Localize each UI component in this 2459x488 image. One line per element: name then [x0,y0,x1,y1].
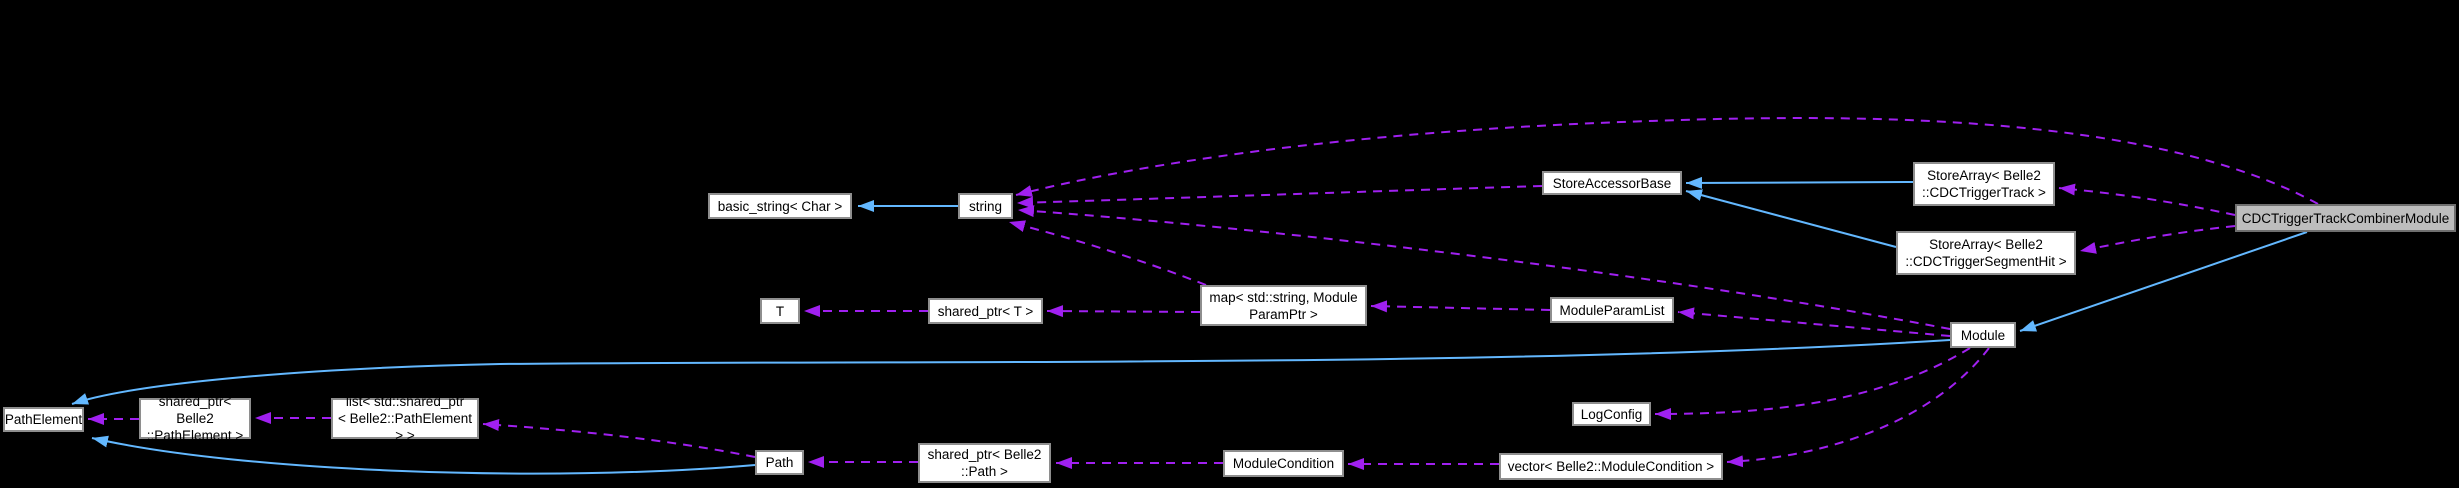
edge-module-to-string [1017,205,1951,330]
node-cdctriggertrackcombinermodule[interactable]: CDCTriggerTrackCombinerModule [2235,204,2456,232]
node-modulecondition[interactable]: ModuleCondition [1223,450,1344,477]
node-pathelement[interactable]: PathElement [3,407,84,432]
edge-combinermodule-to-storearray-track [2058,183,2236,216]
node-storeaccessorbase[interactable]: StoreAccessorBase [1542,171,1682,195]
node-logconfig[interactable]: LogConfig [1572,402,1651,426]
edge-map-to-sharedptr-t [1046,305,1201,318]
edge-module-to-moduleparamlist [1677,307,1951,337]
edge-map-to-string [1008,220,1207,286]
node-moduleparamlist[interactable]: ModuleParamList [1550,297,1674,323]
edge-path-to-list [482,419,756,458]
edge-moduleparamlist-to-map [1370,300,1551,313]
node-vector-modulecondition[interactable]: vector< Belle2::ModuleCondition > [1499,453,1723,480]
node-t[interactable]: T [760,298,800,324]
node-sharedptr-path[interactable]: shared_ptr< Belle2 ::Path > [918,443,1051,483]
edge-combinermodule-to-string [1015,117,2319,205]
edge-module-to-pathelement [71,339,1951,405]
edge-storearray-segmenthit-to-storeaccessorbase [1685,189,1897,248]
edge-combinermodule-to-module [2019,231,2308,332]
node-list-sharedptr-pathelement[interactable]: list< std::shared_ptr < Belle2::PathElem… [331,394,479,443]
node-storearray-cdctriggersegmenthit[interactable]: StoreArray< Belle2 ::CDCTriggerSegmentHi… [1896,231,2076,275]
node-path[interactable]: Path [755,450,804,475]
node-storearray-cdctriggertrack[interactable]: StoreArray< Belle2 ::CDCTriggerTrack > [1913,162,2055,206]
edge-module-to-logconfig [1654,347,1971,420]
node-basic-string[interactable]: basic_string< Char > [708,193,852,219]
node-map-moduleparamptr[interactable]: map< std::string, Module ParamPtr > [1200,285,1367,326]
node-sharedptr-pathelement[interactable]: shared_ptr< Belle2 ::PathElement > [139,394,251,443]
node-string[interactable]: string [958,193,1013,219]
edge-combinermodule-to-storearray-segmenthit [2079,225,2236,254]
edge-storeaccessorbase-to-string [1016,185,1543,209]
edge-path-to-pathelement [91,435,756,475]
edge-module-to-vector-modulecondition [1726,347,1990,468]
node-module[interactable]: Module [1950,322,2016,348]
node-sharedptr-t[interactable]: shared_ptr< T > [928,298,1043,324]
edge-storearray-track-to-storeaccessorbase [1685,176,1914,189]
